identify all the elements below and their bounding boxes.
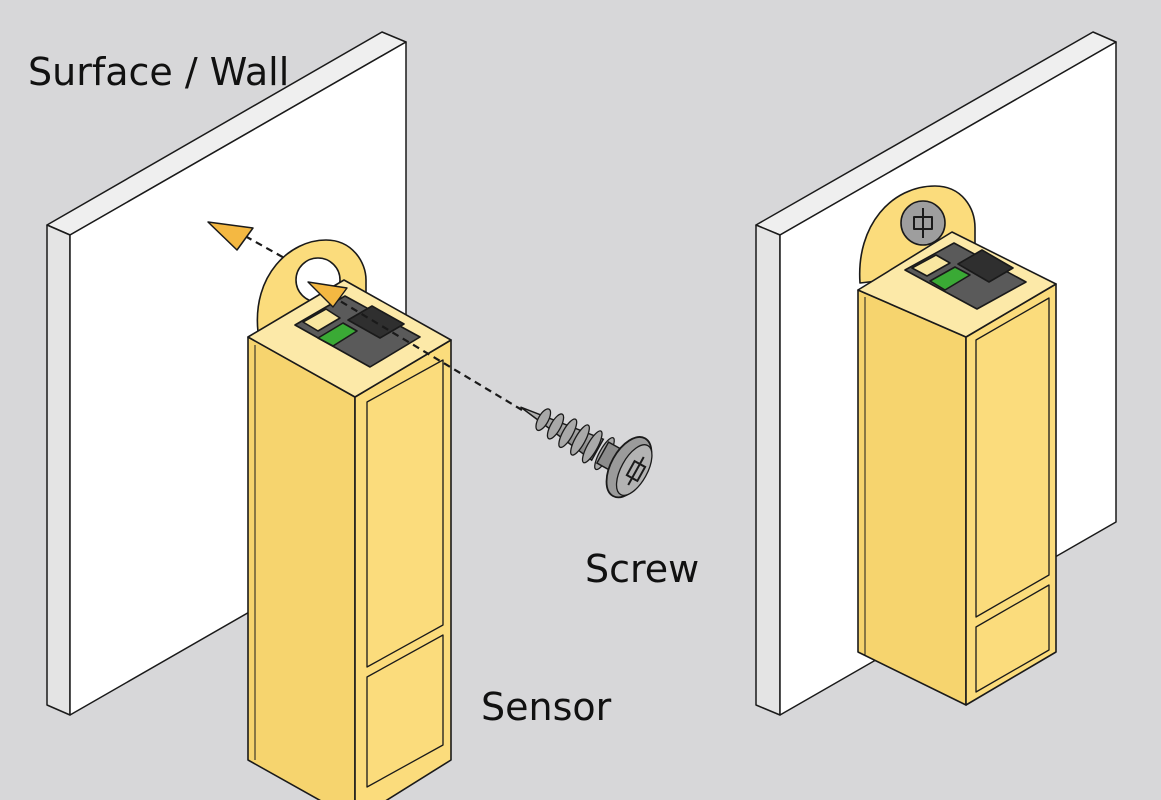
right-panel bbox=[755, 31, 1117, 716]
surface-wall-label: Surface / Wall bbox=[28, 50, 290, 94]
sensor-label: Sensor bbox=[481, 685, 612, 729]
sensor-right bbox=[857, 185, 1057, 706]
sensor-left bbox=[247, 239, 452, 800]
screw-path bbox=[307, 281, 523, 411]
screw bbox=[520, 406, 653, 499]
left-panel bbox=[46, 31, 653, 800]
screw-label: Screw bbox=[585, 547, 700, 591]
